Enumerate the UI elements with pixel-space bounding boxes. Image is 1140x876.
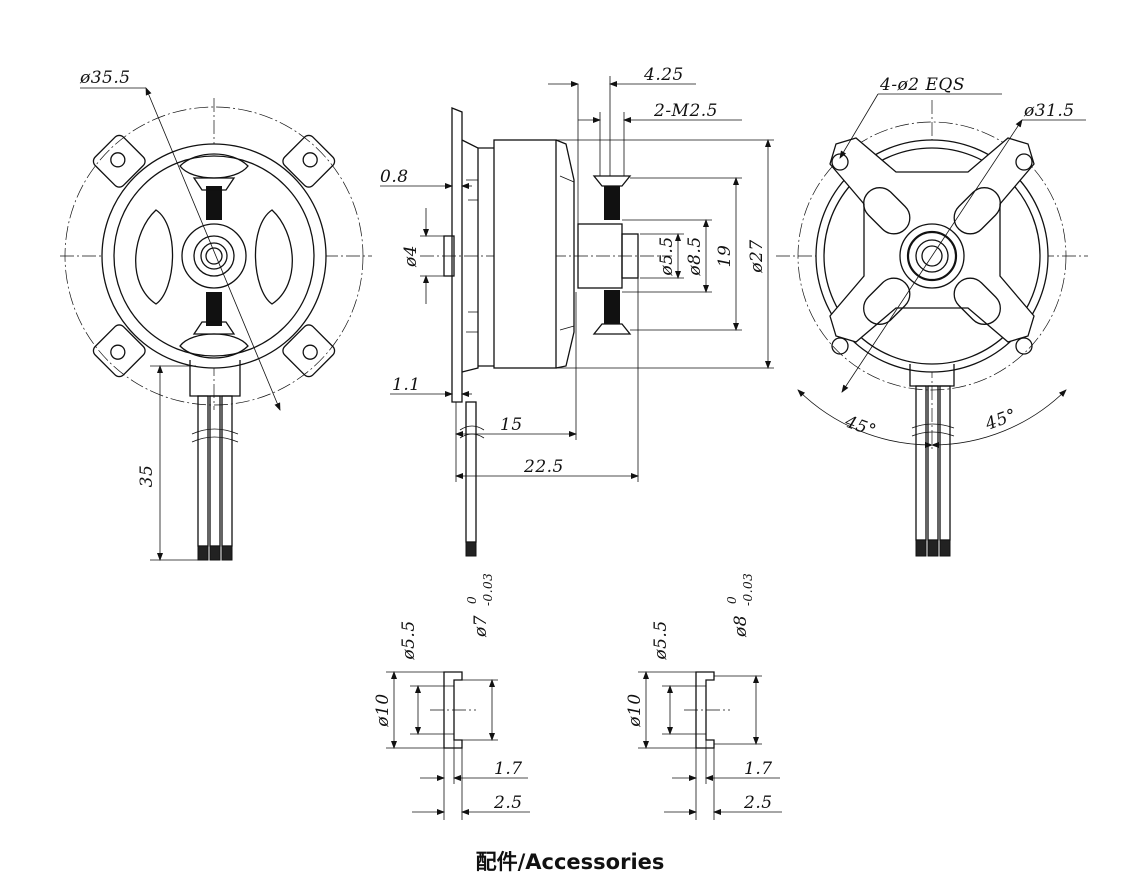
- acc2-tol-lower: -0.03: [741, 573, 755, 606]
- spacer-thickness-label: 0.8: [380, 167, 409, 187]
- hub-diameter-label: ø5.5: [657, 236, 677, 276]
- rear-view: 4-ø2 EQS ø31.5 45° 45°: [776, 75, 1088, 557]
- acc1-shaft-label: ø7: [471, 615, 491, 638]
- lead-length-label: 35: [137, 465, 157, 488]
- angle-left-label: 45°: [841, 412, 879, 442]
- screw-spacing-label: 19: [715, 245, 735, 268]
- acc1-length-label: 2.5: [493, 793, 523, 813]
- acc1-inner-label: ø5.5: [399, 620, 419, 660]
- mount-holes-label: 4-ø2 EQS: [879, 75, 965, 95]
- overall-length-label: 22.5: [523, 457, 564, 477]
- base-thickness-label: 1.1: [392, 375, 421, 395]
- can-diameter-label: ø27: [747, 239, 767, 273]
- thread-label: 2-M2.5: [653, 101, 718, 121]
- hub-offset-label: 4.25: [643, 65, 684, 85]
- acc2-shaft-label: ø8: [731, 615, 751, 638]
- front-view: ø35.5 35: [60, 68, 372, 561]
- accessories-caption: 配件/Accessories: [475, 850, 665, 874]
- acc2-outer-label: ø10: [625, 693, 645, 727]
- side-view: 4.25 2-M2.5 0.8 1.1 ø4 ø5.5 ø8.5 19 ø27: [380, 65, 774, 557]
- stub-diameter-label: ø4: [401, 245, 421, 268]
- acc1-tol-upper: 0: [465, 596, 479, 604]
- acc2-length-label: 2.5: [743, 793, 773, 813]
- angle-right-label: 45°: [982, 405, 1020, 435]
- front-diameter-label: ø35.5: [79, 68, 131, 88]
- acc2-flange-label: 1.7: [744, 759, 773, 779]
- acc1-flange-label: 1.7: [494, 759, 523, 779]
- accessory-2: ø10 ø5.5 ø8 0 -0.03 1.7 2.5: [625, 573, 782, 820]
- accessory-1: ø10 ø5.5 ø7 0 -0.03 1.7 2.5: [373, 573, 530, 820]
- acc1-outer-label: ø10: [373, 693, 393, 727]
- acc2-inner-label: ø5.5: [651, 620, 671, 660]
- body-length-label: 15: [500, 415, 523, 435]
- hole-circle-label: ø31.5: [1023, 101, 1075, 121]
- acc1-tol-lower: -0.03: [481, 573, 495, 606]
- hub-flange-diameter-label: ø8.5: [685, 236, 705, 276]
- acc2-tol-upper: 0: [725, 596, 739, 604]
